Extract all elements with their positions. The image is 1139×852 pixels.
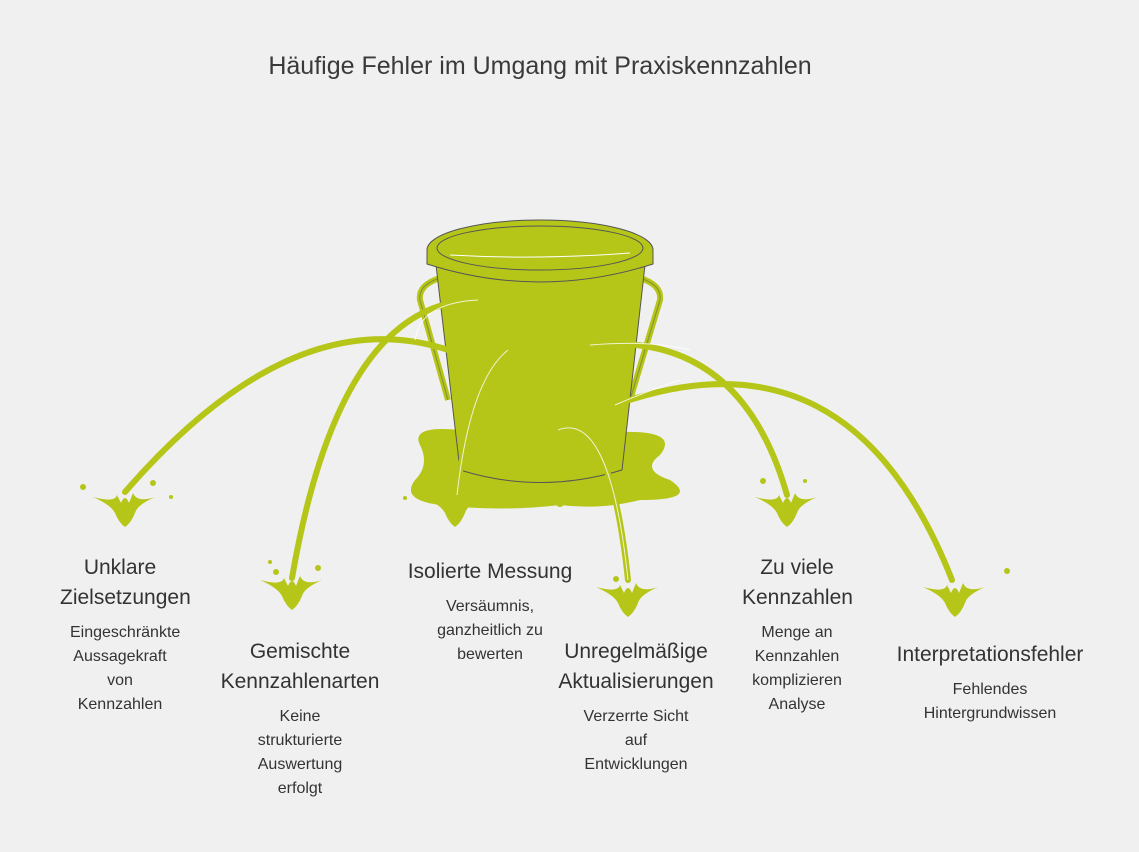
item-unklare-zielsetzungen: Unklare Zielsetzungen Eingeschränkte Aus… — [20, 553, 220, 717]
item-unregelmaessige-aktualisierungen: Unregelmäßige Aktualisierungen Verzerrte… — [536, 637, 736, 777]
item-isolierte-messung: Isolierte Messung Versäumnis, ganzheitli… — [390, 557, 590, 667]
item-description: Keine strukturierte Auswertung erfolgt — [257, 708, 343, 797]
item-heading: Zu viele Kennzahlen — [742, 556, 853, 609]
item-heading: Gemischte Kennzahlenarten — [220, 640, 380, 693]
item-description: Fehlendes Hintergrundwissen — [923, 681, 1057, 722]
stream-5 — [587, 340, 790, 498]
item-heading: Interpretationsfehler — [896, 643, 1084, 666]
item-heading: Unklare Zielsetzungen — [60, 556, 191, 609]
item-gemischte-kennzahlenarten: Gemischte Kennzahlenarten Keine struktur… — [200, 637, 400, 801]
page-title: Häufige Fehler im Umgang mit Praxiskennz… — [268, 52, 812, 80]
item-interpretationsfehler: Interpretationsfehler Fehlendes Hintergr… — [870, 640, 1110, 726]
item-description: Menge an Kennzahlen komplizieren Analyse — [752, 624, 842, 713]
splashes — [80, 478, 1010, 617]
splash-icon — [80, 480, 173, 527]
bucket-body — [435, 264, 646, 483]
item-zu-viele-kennzahlen: Zu viele Kennzahlen Menge an Kennzahlen … — [697, 553, 897, 717]
item-description: Eingeschränkte Aussagekraft von Kennzahl… — [70, 624, 181, 713]
item-heading: Unregelmäßige Aktualisierungen — [558, 640, 714, 693]
item-description: Versäumnis, ganzheitlich zu bewerten — [437, 598, 543, 663]
stream-1 — [122, 336, 465, 495]
item-description: Verzerrte Sicht auf Entwicklungen — [583, 708, 689, 773]
stream-6 — [612, 381, 955, 583]
stream-2 — [289, 297, 481, 581]
item-heading: Isolierte Messung — [407, 560, 573, 583]
